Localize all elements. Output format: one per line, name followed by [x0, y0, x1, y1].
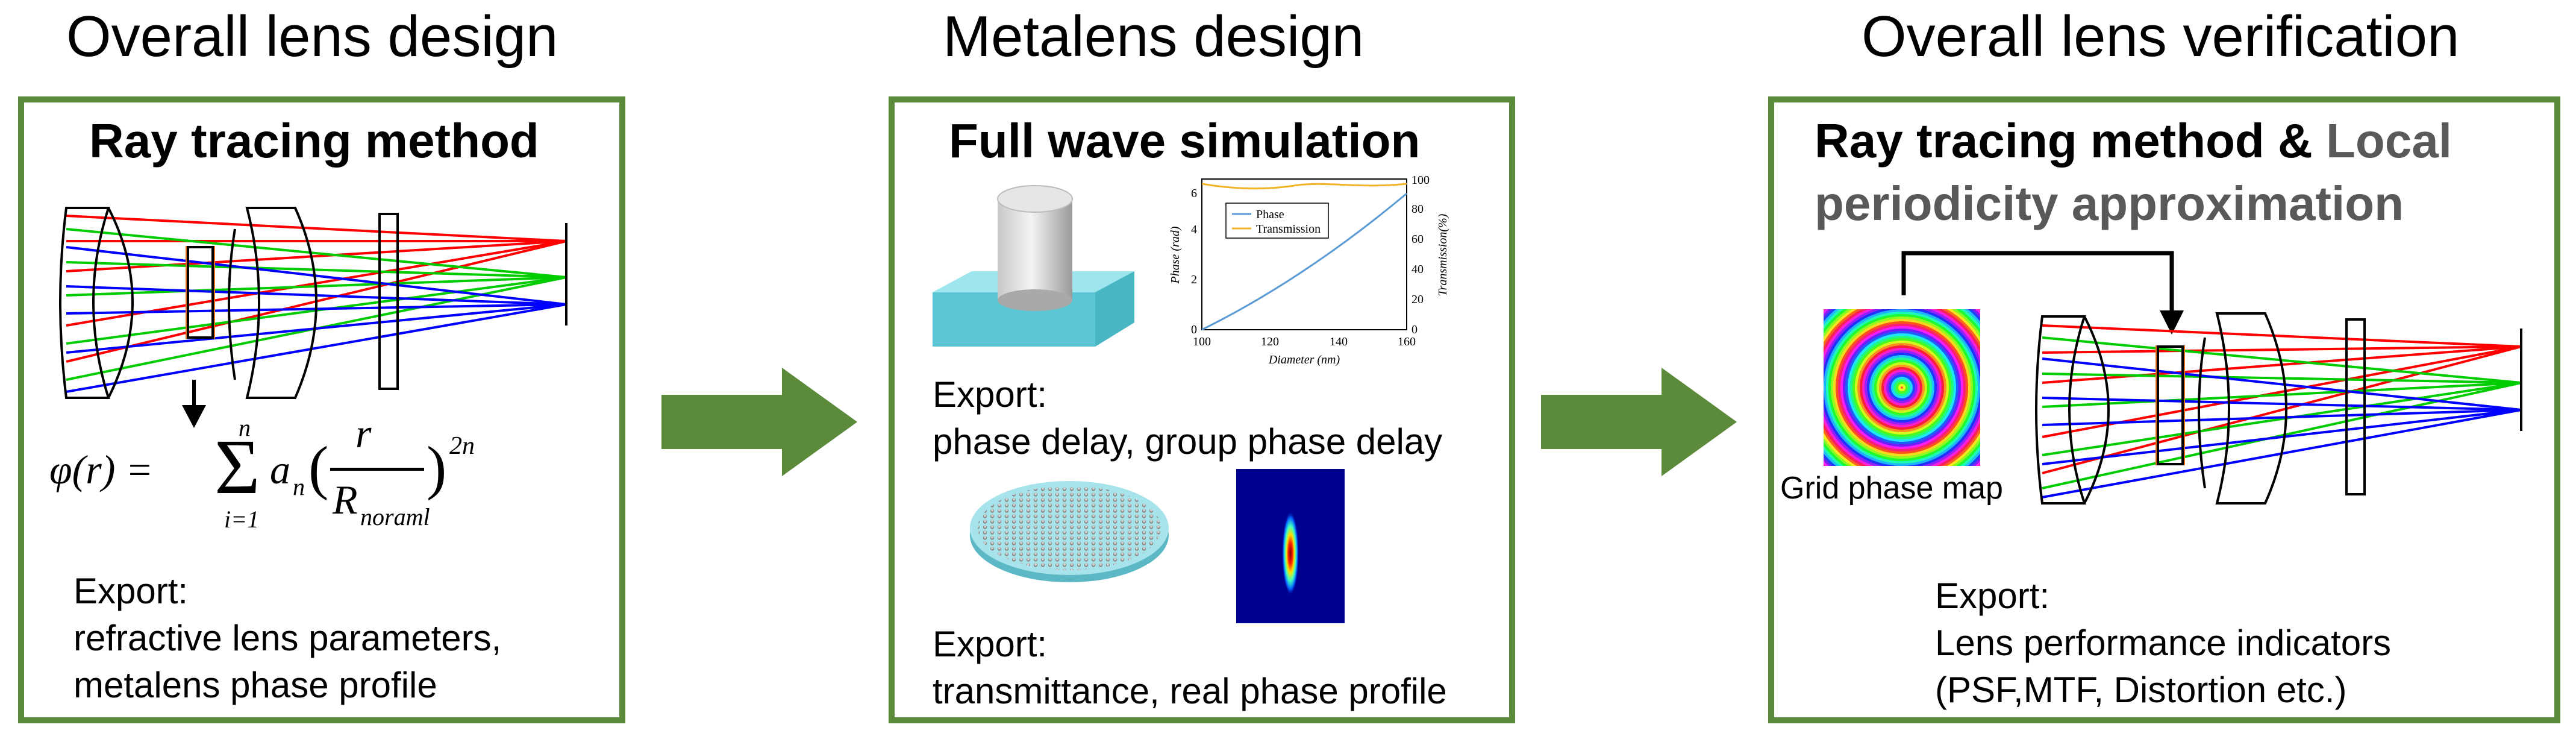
formula-close-paren: )	[427, 434, 447, 501]
heading-periodicity-text: periodicity approximation	[1815, 177, 2404, 230]
heading-full-wave-simulation: Full wave simulation	[949, 114, 1421, 168]
x-tick-label: 100	[1193, 335, 1211, 348]
formula-sum-lower: i=1	[224, 506, 260, 533]
right-tick-label: 100	[1411, 174, 1430, 187]
right-axis-label: Transmission(%)	[1436, 213, 1449, 296]
flow-arrow-2	[1541, 368, 1737, 476]
formula-numerator: r	[355, 410, 372, 456]
right-tick-label: 60	[1411, 233, 1424, 246]
grid-phase-map-label: Grid phase map	[1780, 471, 2003, 506]
phase-transmission-plot: Phase Transmission 0 2 4 6 0 20 40 60 80…	[1169, 174, 1449, 366]
right-export-line1: Lens performance indicators	[1935, 623, 2392, 663]
legend-phase-label: Phase	[1256, 208, 1284, 221]
right-tick-label: 40	[1411, 263, 1424, 276]
heading-ray-tracing-method: Ray tracing method	[89, 114, 539, 168]
grid-phase-map	[1824, 309, 1980, 466]
formula-exponent: 2n	[449, 432, 475, 460]
field-intensity-map	[1236, 469, 1345, 623]
lens-elements	[59, 207, 567, 399]
title-overall-lens-verification: Overall lens verification	[1862, 4, 2460, 69]
left-export-line1: refractive lens parameters,	[73, 618, 502, 658]
right-export-line2: (PSF,MTF, Distortion etc.)	[1935, 670, 2347, 710]
middle-export1-text: phase delay, group phase delay	[933, 421, 1443, 462]
right-export-label: Export:	[1935, 576, 2050, 616]
left-tick-label: 0	[1191, 323, 1197, 336]
formula-denominator-subscript: noraml	[360, 503, 430, 530]
middle-export1-label: Export:	[933, 374, 1048, 415]
x-axis-label: Diameter (nm)	[1268, 353, 1340, 366]
heading-local-part: Local	[2326, 114, 2452, 168]
phase-map-connector-arrow	[1901, 251, 2184, 335]
panel-overall-lens-design	[18, 96, 625, 723]
heading-periodicity-approximation: periodicity approximation	[1815, 176, 2404, 231]
phase-rings	[1824, 309, 1980, 466]
lens-layout-diagram	[59, 207, 567, 407]
formula-coefficient-subscript: n	[293, 473, 305, 500]
middle-export2-label: Export:	[933, 624, 1048, 664]
title-overall-lens-design: Overall lens design	[66, 4, 558, 69]
left-tick-label: 6	[1191, 187, 1197, 200]
verification-lens-layout	[2035, 312, 2522, 505]
phase-ring	[1901, 386, 1903, 389]
phase-formula-lhs: φ(r) =	[49, 447, 154, 492]
left-tick-label: 4	[1191, 223, 1197, 236]
formula-open-paren: (	[308, 434, 329, 501]
legend-transmission-label: Transmission	[1256, 222, 1321, 236]
formula-fraction-bar	[330, 468, 424, 471]
title-metalens-design: Metalens design	[943, 4, 1365, 69]
left-export-line2: metalens phase profile	[73, 665, 437, 705]
flow-arrow-1	[661, 368, 857, 476]
unit-cell-illustration	[933, 185, 1134, 347]
formula-sigma-icon: Σ	[214, 424, 260, 511]
formula-sum-upper: n	[239, 414, 251, 441]
x-tick-label: 160	[1398, 335, 1416, 348]
heading-ray-tracing-lpa: Ray tracing method & Local	[1815, 113, 2452, 169]
formula-coefficient: a	[270, 447, 290, 492]
x-tick-label: 120	[1261, 335, 1279, 348]
right-tick-label: 80	[1411, 203, 1424, 216]
formula-denominator: R	[333, 477, 358, 523]
left-axis-label: Phase (rad)	[1169, 226, 1182, 284]
x-tick-label: 140	[1330, 335, 1348, 348]
middle-export2-text: transmittance, real phase profile	[933, 671, 1447, 711]
right-tick-label: 20	[1411, 293, 1424, 306]
right-tick-label: 0	[1411, 323, 1418, 336]
metalens-disc-illustration	[970, 481, 1169, 582]
left-export-label: Export:	[73, 571, 189, 611]
metalens-down-arrowhead	[182, 405, 206, 428]
left-tick-label: 2	[1191, 273, 1197, 286]
heading-ray-tracing-part: Ray tracing method &	[1815, 114, 2327, 168]
